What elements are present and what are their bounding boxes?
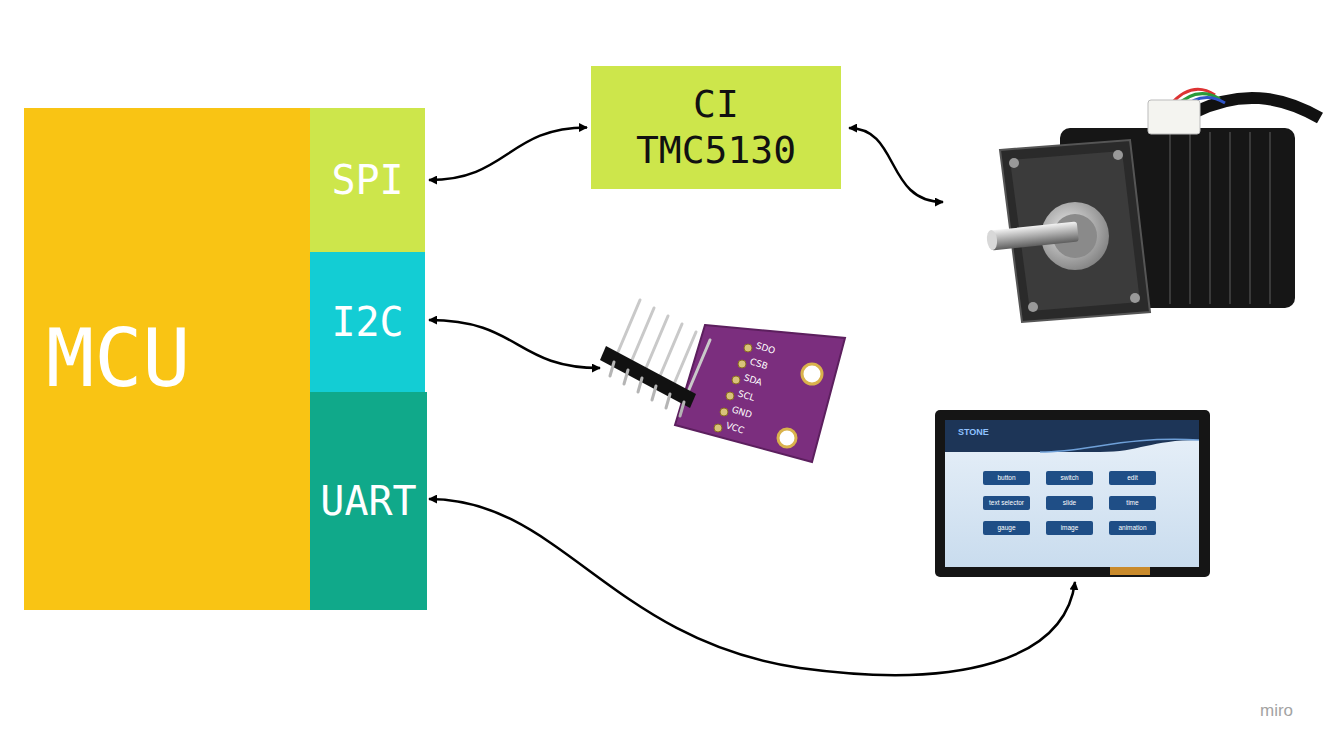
screen-button-label: slide — [1046, 496, 1093, 510]
connector-arrow — [429, 128, 587, 181]
screen-button-label: button — [983, 471, 1030, 485]
motor-cable — [1195, 98, 1320, 118]
illustration-part — [652, 386, 656, 400]
illustration-part — [1249, 132, 1251, 304]
illustration-part — [732, 376, 740, 384]
screw-hole — [1113, 150, 1123, 160]
screen-button-label: gauge — [983, 521, 1030, 535]
illustration-part — [1269, 132, 1271, 304]
i2c-port: I2C — [310, 252, 425, 392]
illustration-part — [1046, 521, 1093, 535]
illustration-part — [983, 521, 1030, 535]
shaft-end — [986, 230, 998, 251]
illustration-part — [646, 316, 668, 368]
pin-name: SDA — [743, 373, 764, 387]
pin-name: GND — [731, 405, 753, 420]
illustration-part — [1046, 496, 1093, 510]
illustration-part — [638, 378, 642, 392]
illustration-part — [1109, 521, 1156, 535]
illustration-part — [674, 332, 696, 384]
pin-name: VCC — [725, 421, 746, 435]
screen-button-label: text selector — [983, 496, 1030, 510]
pcb — [675, 325, 845, 462]
illustration-part — [1109, 471, 1156, 485]
illustration-part — [688, 340, 710, 392]
mount-hole — [802, 364, 822, 384]
screen-buttons — [983, 471, 1156, 535]
stepper-motor — [986, 89, 1320, 322]
driver-chip: CI TMC5130 — [591, 66, 841, 189]
i2c-wire — [429, 320, 600, 368]
illustration-part — [610, 362, 614, 376]
sensor-board — [600, 300, 845, 462]
pin-name: CSB — [749, 357, 769, 371]
screen-button-label: animation — [1109, 521, 1156, 535]
illustration-part — [660, 324, 682, 376]
illustration-part — [1229, 132, 1231, 304]
illustration-part — [744, 344, 752, 352]
motor-ribs — [1170, 132, 1270, 304]
illustration-part — [618, 300, 640, 352]
watermark: miro — [1260, 701, 1293, 721]
motor-shaft — [989, 221, 1079, 250]
touch-display — [935, 410, 1210, 577]
illustration-part — [720, 408, 728, 416]
illustration-part — [632, 308, 654, 360]
illustration-part — [1169, 132, 1171, 304]
mount-hole — [778, 429, 796, 447]
node-label: CI TMC5130 — [616, 82, 816, 173]
mcu-block: MCU SPI I2C UART — [24, 108, 425, 610]
pin-name: SDO — [755, 341, 777, 356]
illustration-part — [983, 471, 1030, 485]
screw-hole — [1028, 302, 1038, 312]
illustration-part — [714, 424, 722, 432]
screen-wave — [1040, 439, 1199, 452]
screen-brand: STONE — [958, 427, 989, 437]
screen-button-label: time — [1109, 496, 1156, 510]
screw-hole — [1130, 293, 1140, 303]
display-screen — [945, 420, 1199, 567]
node-label: UART — [320, 477, 416, 525]
node-label: SPI — [331, 156, 403, 204]
screen-button-label: switch — [1046, 471, 1093, 485]
illustration-part — [624, 370, 628, 384]
illustration-part — [1046, 471, 1093, 485]
illustration-part — [726, 392, 734, 400]
node-label: MCU — [46, 311, 191, 407]
header-pins — [610, 362, 684, 416]
illustration-part — [1209, 132, 1211, 304]
screen-button-label: image — [1046, 521, 1093, 535]
display-bezel — [935, 410, 1210, 577]
motor-connector — [1148, 100, 1200, 134]
spi-port: SPI — [310, 108, 425, 252]
screen-header — [945, 420, 1199, 452]
illustration-part — [680, 402, 684, 416]
uart-port: UART — [310, 392, 427, 610]
pin-name: SCL — [737, 389, 756, 403]
screw-hole — [1009, 158, 1019, 168]
illustration-part — [666, 394, 670, 408]
illustration-part — [738, 360, 746, 368]
flex-cable — [1110, 567, 1150, 575]
motor-wire — [849, 128, 943, 202]
illustration-part — [1109, 496, 1156, 510]
pin-header — [600, 346, 696, 408]
illustration-part — [983, 496, 1030, 510]
screen-button-label: edit — [1109, 471, 1156, 485]
node-label: I2C — [331, 298, 403, 346]
illustration-part — [1189, 132, 1191, 304]
